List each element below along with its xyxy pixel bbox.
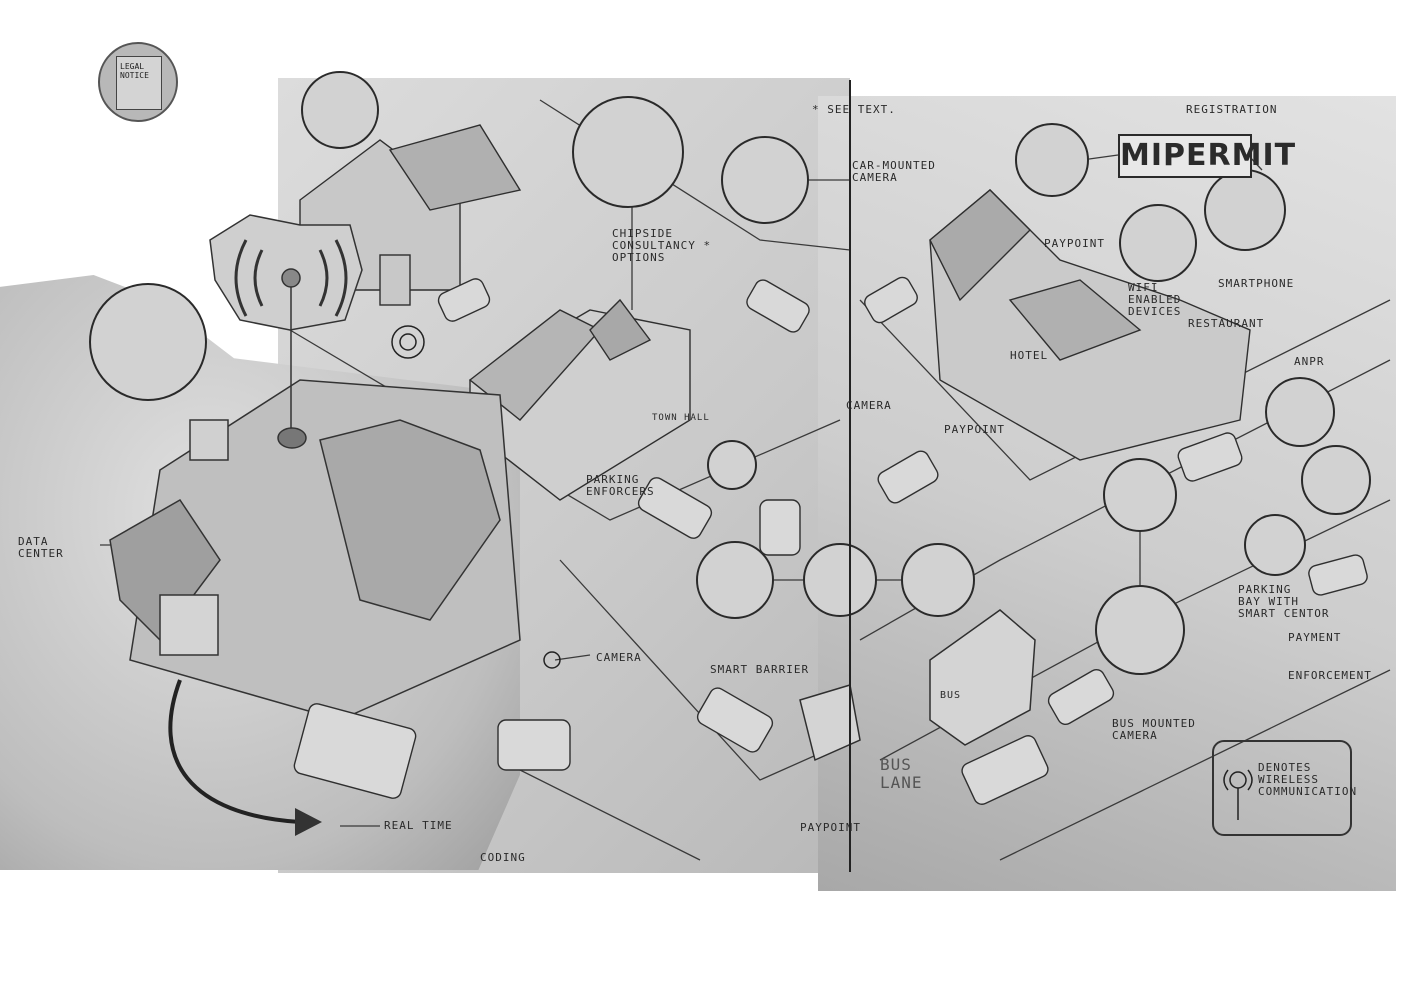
smartphone-icon — [1204, 169, 1286, 251]
building-icon — [468, 298, 691, 501]
operator-icon — [89, 283, 207, 401]
data-van — [293, 703, 417, 799]
paypoint-top-label: PAYPOINT — [1044, 237, 1105, 250]
bus-mounted-camera-label: BUS MOUNTED CAMERA — [1112, 717, 1196, 742]
legend-box — [1212, 740, 1352, 836]
wifi-signal-icon — [803, 543, 877, 617]
camera-low-label: CAMERA — [596, 651, 642, 664]
chipside-operator-icon — [572, 96, 684, 208]
denotes-wireless-label: DENOTES WIRELESS COMMUNICATION — [1258, 761, 1358, 798]
wireless-tower-icon — [209, 214, 363, 449]
paypoint-icon — [1015, 123, 1089, 197]
parking-enforcers-label: PARKING ENFORCERS — [586, 473, 655, 498]
smartphone-label: SMARTPHONE — [1218, 277, 1295, 290]
mipermit-logo: MIPERMIT — [1118, 134, 1295, 178]
anpr-plate-icon — [1265, 377, 1335, 447]
anpr-label: ANPR — [1294, 355, 1325, 368]
anpr-camera-icon — [1301, 445, 1371, 515]
bus-icon — [799, 609, 1036, 762]
car-mounted-camera-label: CAR-MOUNTED CAMERA — [852, 159, 936, 184]
arrow-head — [295, 808, 322, 836]
real-time-label: REAL TIME — [384, 819, 453, 832]
hotel-building — [929, 189, 1251, 461]
barrier-camera-icon — [696, 541, 774, 619]
restaurant-label: RESTAURANT — [1188, 317, 1265, 330]
camera-mid-label: CAMERA — [846, 399, 892, 412]
paypoint-mid-label: PAYPOINT — [944, 423, 1005, 436]
data-center-label: DATA CENTER — [18, 535, 64, 560]
legal-notice-icon: LEGAL NOTICE — [98, 42, 178, 122]
car-camera-icon — [1103, 458, 1177, 532]
bus-camera-icon — [1095, 585, 1185, 675]
legal-notice-label: LEGAL NOTICE — [120, 62, 149, 80]
sensor-icon — [1244, 514, 1306, 576]
computer-icon — [301, 71, 379, 149]
bus-label: BUS — [940, 690, 962, 701]
enforcement-label: ENFORCEMENT — [1288, 669, 1372, 682]
data-center-building — [109, 379, 521, 721]
coding-label: CODING — [480, 851, 526, 864]
town-hall-label: TOWN HALL — [652, 413, 710, 423]
wifi-devices-label: WIFI ENABLED DEVICES — [1128, 281, 1182, 318]
pay-terminal-icon — [707, 440, 757, 490]
notice-card — [116, 56, 162, 110]
car-icon — [293, 276, 1368, 805]
hotel-label: HOTEL — [1010, 349, 1049, 362]
real-time-arrow — [168, 679, 301, 824]
registration-label: REGISTRATION — [1186, 103, 1278, 116]
payment-label: PAYMENT — [1288, 631, 1342, 644]
barrier-icon — [901, 543, 975, 617]
parking-bay-label: PARKING BAY WITH SMART CENTOR — [1238, 583, 1330, 620]
smart-barrier-label: SMART BARRIER — [710, 663, 810, 676]
chipside-label: CHIPSIDE CONSULTANCY * OPTIONS — [612, 227, 712, 264]
paypoint-bottom-label: PAYPOINT — [800, 821, 861, 834]
van-icon — [497, 719, 571, 771]
see-text-note: * SEE TEXT. — [812, 103, 896, 116]
wifi-devices-icon — [1119, 204, 1197, 282]
bus-lane-label: BUS LANE — [880, 755, 923, 792]
camera-icon — [721, 136, 809, 224]
